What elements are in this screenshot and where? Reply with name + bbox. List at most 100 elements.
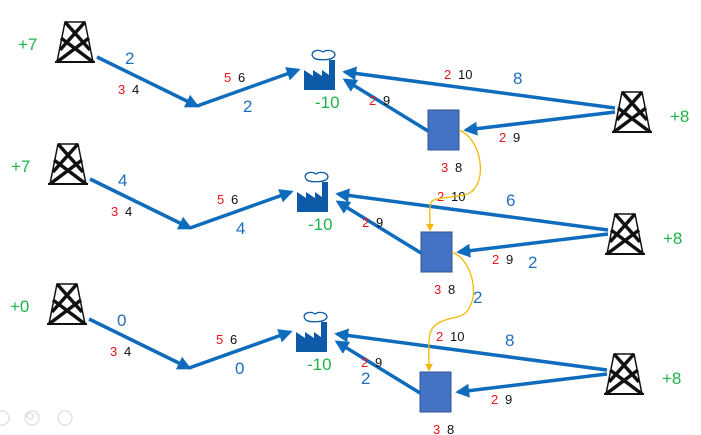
tower-cross: [48, 142, 88, 186]
arc-source-to-junction: [88, 317, 192, 370]
cost-b-red: 5: [224, 70, 231, 85]
right-tower-icon: [605, 212, 645, 256]
right-supply-label: +8: [663, 229, 682, 248]
tower-cross: [55, 20, 95, 64]
storage-box: [419, 371, 452, 413]
cost-b-red: 5: [217, 192, 224, 207]
cost-storage-factory-black: 9: [375, 355, 382, 370]
cost-b-black: 6: [231, 192, 238, 207]
flow-b-label: 0: [235, 359, 244, 378]
cost-b-black: 6: [238, 70, 245, 85]
cost-storage-black: 8: [447, 422, 454, 435]
arc-tower-to-storage: [456, 232, 609, 258]
factory-icon: [297, 171, 329, 212]
storage-transfer-arc: [425, 251, 475, 372]
arc-storage-to-factory: [334, 340, 421, 395]
arc-tower-to-factory: [334, 328, 608, 372]
storage-box: [420, 231, 453, 273]
zoom-lens-icon: [26, 412, 34, 420]
left-supply-label: +7: [11, 157, 30, 176]
arc-storage-to-factory: [335, 200, 422, 255]
tower-cross: [605, 212, 645, 256]
right-tower-icon: [612, 90, 652, 134]
cost-a-black: 4: [125, 204, 132, 219]
cost-storage-red: 3: [434, 282, 441, 297]
slide-icon[interactable]: [0, 410, 10, 426]
cost-storage-factory-red: 2: [369, 93, 376, 108]
smoke: [311, 49, 336, 61]
flow-b-label: 4: [236, 219, 245, 238]
flow-a-label: 2: [125, 49, 134, 68]
factory-icon: [304, 49, 336, 90]
flow-b-label: 2: [243, 97, 252, 116]
arc-tower-to-factory: [342, 66, 616, 110]
cost-c-red: 2: [436, 329, 443, 344]
left-tower-icon: [55, 20, 95, 64]
cost-tower-storage-red: 2: [492, 252, 499, 267]
flow-tower-storage-label: 2: [528, 253, 537, 272]
factory-body: [304, 60, 335, 90]
flow-c-label: 6: [506, 191, 515, 210]
cost-a-red: 3: [110, 344, 117, 359]
cost-storage-red: 3: [433, 422, 440, 435]
left-tower-icon: [48, 142, 88, 186]
arc-junction-to-factory: [188, 329, 293, 370]
right-supply-label: +8: [662, 369, 681, 388]
cost-tower-storage-black: 9: [513, 130, 520, 145]
cost-a-red: 3: [118, 82, 125, 97]
flow-c-label: 8: [513, 69, 522, 88]
factory-body: [297, 182, 328, 212]
flow-storage-factory-label: 2: [361, 369, 370, 388]
smoke: [304, 171, 329, 183]
storage-transfer-arc: [426, 129, 482, 232]
cost-storage-factory-black: 9: [376, 215, 383, 230]
cost-storage-factory-red: 2: [361, 355, 368, 370]
left-supply-label: +7: [18, 35, 37, 54]
left-tower-icon: [47, 282, 87, 326]
arc-storage-to-factory: [342, 78, 429, 133]
arc-junction-to-factory: [196, 67, 301, 108]
cost-a-black: 4: [132, 82, 139, 97]
flow-c-label: 8: [505, 331, 514, 350]
factory-body: [296, 322, 327, 352]
arc-source-to-junction: [89, 177, 193, 230]
cost-tower-storage-black: 9: [505, 392, 512, 407]
cost-storage-red: 3: [441, 160, 448, 175]
cost-tower-storage-black: 9: [506, 252, 513, 267]
cost-storage-black: 8: [455, 160, 462, 175]
cost-c-red: 2: [444, 67, 451, 82]
tower-cross: [47, 282, 87, 326]
left-supply-label: +0: [10, 297, 29, 316]
flow-a-label: 0: [117, 311, 126, 330]
cost-c-black: 10: [458, 67, 472, 82]
arc-tower-to-factory: [335, 188, 609, 232]
factory-icon: [296, 311, 328, 352]
zoom-icon[interactable]: [24, 410, 40, 426]
cost-b-red: 5: [216, 332, 223, 347]
transfer-flow-label: 2: [473, 288, 482, 307]
demand-label: -10: [307, 355, 332, 374]
cost-storage-factory-black: 9: [383, 93, 390, 108]
more-icon[interactable]: [57, 410, 73, 426]
cost-c-red: 2: [437, 189, 444, 204]
cost-b-black: 6: [230, 332, 237, 347]
storage-box: [427, 109, 460, 151]
cost-a-red: 3: [111, 204, 118, 219]
arc-junction-to-factory: [189, 189, 294, 230]
cost-tower-storage-red: 2: [491, 392, 498, 407]
toolbar: [0, 410, 73, 426]
right-tower-icon: [604, 352, 644, 396]
cost-storage-factory-red: 2: [362, 215, 369, 230]
cost-tower-storage-red: 2: [499, 130, 506, 145]
demand-label: -10: [315, 93, 340, 112]
tower-cross: [612, 90, 652, 134]
cost-storage-black: 8: [448, 282, 455, 297]
arc-source-to-junction: [96, 55, 200, 108]
tower-cross: [604, 352, 644, 396]
cost-a-black: 4: [124, 344, 131, 359]
arc-tower-to-storage: [463, 110, 616, 136]
